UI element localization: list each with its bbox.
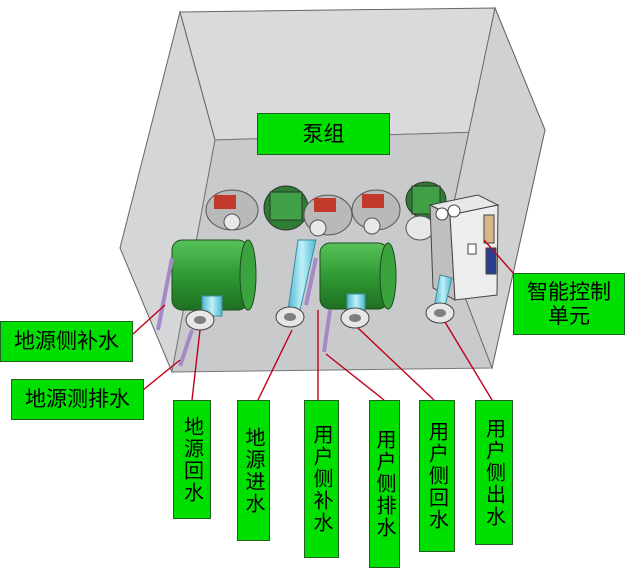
label-pump-group: 泵组: [257, 113, 390, 155]
leader-ground-makeup: [132, 304, 166, 335]
tank-right: [319, 242, 397, 310]
flange-ground-inlet: [275, 306, 305, 328]
pump-3: [303, 194, 353, 237]
enclosure-box: [119, 6, 546, 374]
pump-6: [405, 215, 435, 241]
leader-ground-drain: [142, 359, 181, 391]
flange-user-outlet: [425, 302, 455, 324]
flange-user-return: [340, 307, 370, 329]
leader-ground-return: [191, 329, 201, 401]
leader-user-drain: [325, 353, 385, 401]
control-cabinet: [428, 194, 500, 301]
leader-lines: [132, 239, 516, 401]
label-ground-inlet: 地源进水: [237, 400, 270, 541]
leader-user-return: [357, 327, 435, 401]
pump-1: [205, 189, 259, 231]
label-ground-drain: 地源测排水: [11, 379, 144, 420]
pump-row: [205, 181, 447, 241]
purple-pipes: [156, 257, 332, 367]
flange-ground-return: [185, 309, 215, 331]
label-ground-makeup: 地源侧补水: [0, 321, 133, 362]
label-smart-control: 智能控制单元: [513, 273, 625, 335]
flanges: [185, 302, 455, 331]
label-user-drain: 用户侧排水: [369, 400, 400, 568]
tank-left: [171, 239, 257, 311]
label-user-outlet: 用户侧出水: [475, 400, 513, 545]
pump-4: [351, 189, 401, 235]
leader-user-outlet: [444, 321, 493, 401]
leader-ground-inlet: [257, 329, 293, 401]
label-user-makeup: 用户侧补水: [304, 400, 339, 558]
leader-smart-control: [483, 239, 516, 276]
label-user-return: 用户侧回水: [419, 400, 455, 552]
label-ground-return: 地源回水: [173, 400, 211, 519]
pump-2: [263, 185, 309, 231]
